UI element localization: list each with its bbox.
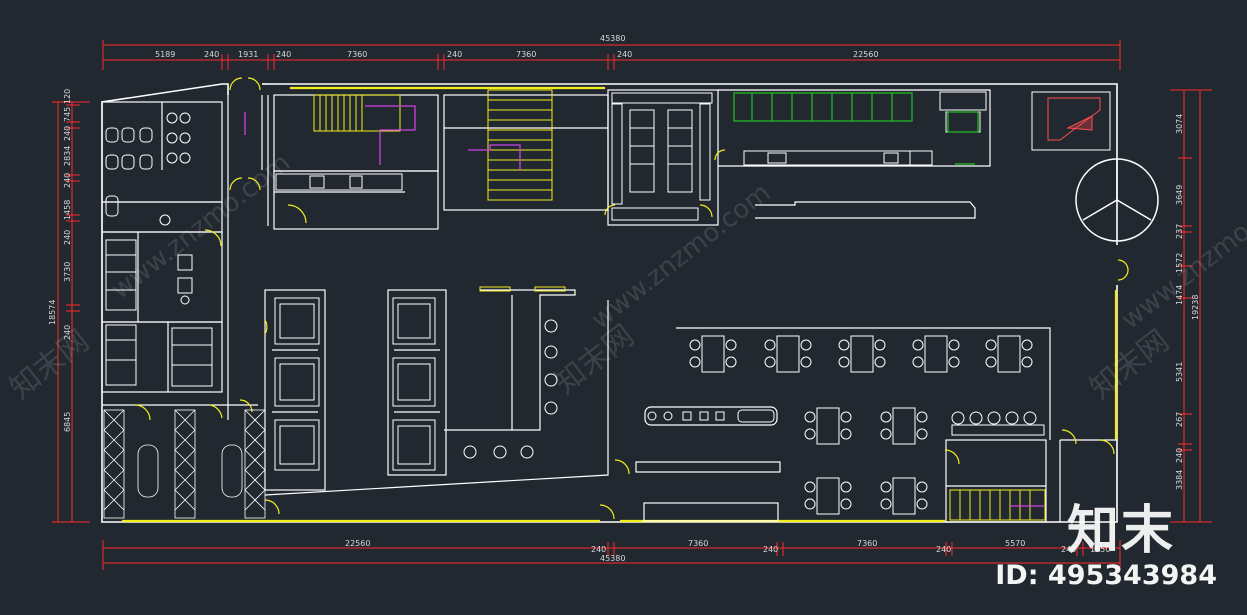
dim-left-seg: 3730 [63,262,72,282]
dim-left-seg: 6845 [63,412,72,432]
dim-bottom-seg: 240 [763,545,778,554]
dim-top-seg: 7360 [516,50,536,59]
stair-left [313,94,401,132]
bar-stools [463,286,566,459]
stair-bottom-right [949,489,1046,521]
dim-bottom-seg: 7360 [857,539,877,548]
dim-right-seg: 5341 [1175,362,1184,382]
dimension-labels: 45380 5189 240 1931 240 7360 240 7360 24… [48,34,1200,563]
booths [274,297,436,471]
dim-right-seg: 240 [1175,448,1184,463]
dim-right-seg: 3649 [1175,185,1184,205]
dimension-lines [52,40,1212,570]
dim-top-seg: 240 [447,50,462,59]
dining-tables [647,335,1045,515]
dim-bottom-seg: 1550 [1090,545,1110,554]
image-id-label: ID: 495343984 [995,560,1217,591]
dim-right-seg: 267 [1175,412,1184,427]
dim-top-seg: 240 [204,50,219,59]
interior-walls [101,89,1117,523]
doors [134,77,1129,520]
dim-right-total: 19238 [1191,295,1200,320]
dim-left-seg: 240 [63,325,72,340]
dim-right-seg: 3074 [1175,114,1184,134]
stair-arrows [244,105,1045,507]
lockers [103,409,266,519]
dim-top-seg: 5189 [155,50,175,59]
dim-left-seg: 120 [63,89,72,104]
dim-right-seg: 237 [1175,224,1184,239]
dim-bottom-seg: 22560 [345,539,370,548]
dim-right-seg: 1474 [1175,285,1184,305]
dim-bottom-seg: 5570 [1005,539,1025,548]
restroom-fixtures [105,112,213,387]
green-stations [733,92,979,165]
stair-middle [487,89,553,201]
dim-left-seg: 1458 [63,200,72,220]
dim-top-seg: 7360 [347,50,367,59]
dim-left-seg: 2834 [63,146,72,166]
dim-left-seg: 240 [63,230,72,245]
dim-right-seg: 1572 [1175,253,1184,273]
dim-top-seg: 22560 [853,50,878,59]
dim-top-total: 45380 [600,34,625,43]
dim-top-seg: 1931 [238,50,258,59]
dim-bottom-seg: 240 [936,545,951,554]
dim-top-seg: 240 [617,50,632,59]
dim-left-seg: 745 [63,107,72,122]
dim-bottom-seg: 240 [1061,545,1076,554]
brand-logo: 知末 [1066,501,1175,561]
round-room [1075,158,1159,242]
dim-right-seg: 3384 [1175,470,1184,490]
kitchen-equipment [275,91,987,221]
dim-left-seg: 240 [63,173,72,188]
dim-bottom-total: 45380 [600,554,625,563]
dim-left-total: 18574 [48,300,57,325]
dim-bottom-seg: 240 [591,545,606,554]
corner-equipment [1031,91,1111,151]
dim-bottom-seg: 7360 [688,539,708,548]
dim-left-seg: 240 [63,126,72,141]
dim-top-seg: 240 [276,50,291,59]
